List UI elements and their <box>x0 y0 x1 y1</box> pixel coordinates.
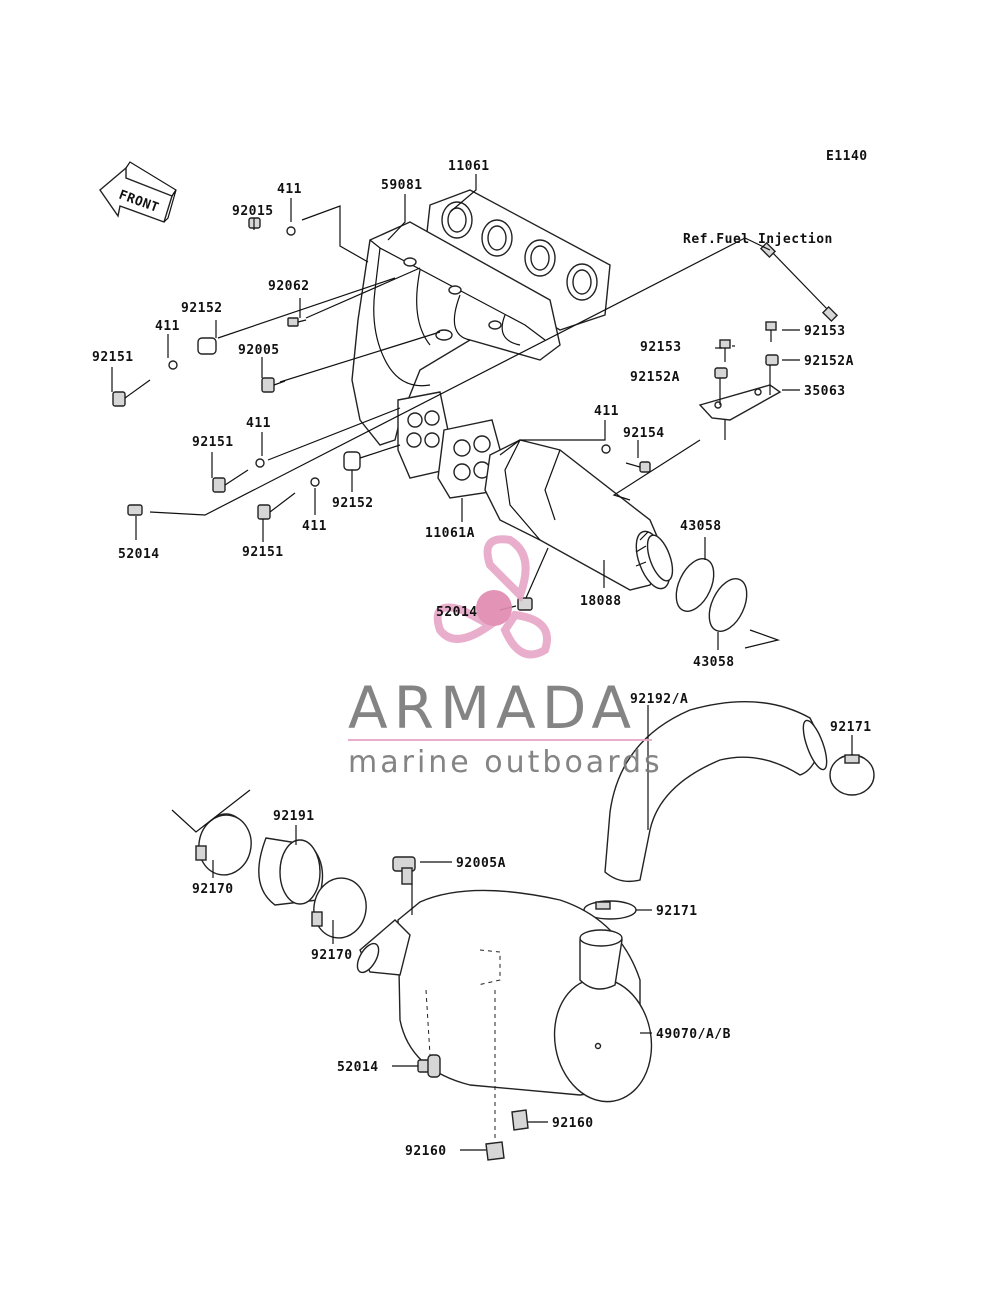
label-35063: 35063 <box>804 384 846 399</box>
label-59081: 59081 <box>381 178 423 193</box>
bracket-35063 <box>698 354 782 421</box>
label-92005A: 92005A <box>456 856 506 871</box>
bolt-92153-a <box>719 339 731 362</box>
label-92151-a: 92151 <box>92 350 134 365</box>
small-fasteners <box>112 217 651 611</box>
label-92153-a: 92153 <box>640 340 682 355</box>
exhaust-pipe-18088 <box>484 439 674 591</box>
label-52014-a: 52014 <box>118 547 160 562</box>
label-92191: 92191 <box>273 809 315 824</box>
exhaust-manifold-59081 <box>351 221 561 446</box>
label-92062: 92062 <box>268 279 310 294</box>
clamp-92170-a <box>195 814 252 876</box>
label-92154: 92154 <box>623 426 665 441</box>
o-ring-43058-b <box>708 578 748 632</box>
label-92153-b: 92153 <box>804 324 846 339</box>
diagram-code: E1140 <box>826 149 868 164</box>
label-92152A-b: 92152A <box>804 354 854 369</box>
clamp-92171-a <box>829 754 875 796</box>
label-411-a: 411 <box>277 182 302 197</box>
sensor-ref-fuel-injection <box>759 241 839 323</box>
watermark-brand: ARMADA <box>348 674 637 742</box>
fitting-92005A <box>392 856 416 915</box>
bolt-92153-b <box>765 321 777 342</box>
label-43058-a: 43058 <box>680 519 722 534</box>
label-92151-c: 92151 <box>242 545 284 560</box>
hose-92192 <box>604 700 828 883</box>
label-92152A-a: 92152A <box>630 370 680 385</box>
watermark-tagline: marine outboards <box>348 745 663 780</box>
leader-lines-upper <box>111 174 800 650</box>
pad-92160-a <box>511 1109 529 1131</box>
pad-92160-b <box>485 990 505 1161</box>
label-11061: 11061 <box>448 159 490 174</box>
label-92015: 92015 <box>232 204 274 219</box>
label-411-d: 411 <box>302 519 327 534</box>
label-92005: 92005 <box>238 343 280 358</box>
label-11061A: 11061A <box>425 526 475 541</box>
label-92152-a: 92152 <box>181 301 223 316</box>
label-92171-b: 92171 <box>656 904 698 919</box>
label-92170-a: 92170 <box>192 882 234 897</box>
muffler-49070 <box>356 889 653 1103</box>
leader-lines-lower <box>171 705 853 1151</box>
armada-watermark: ARMADA marine outboards <box>348 535 663 780</box>
label-411-b: 411 <box>155 319 180 334</box>
ref-note: Ref.Fuel Injection <box>683 232 833 247</box>
label-92160-a: 92160 <box>552 1116 594 1131</box>
label-92152-b: 92152 <box>332 496 374 511</box>
fitting-52014-lower <box>417 989 441 1078</box>
clamp-92170-b <box>311 877 367 939</box>
label-18088: 18088 <box>580 594 622 609</box>
label-92151-b: 92151 <box>192 435 234 450</box>
label-52014-c: 52014 <box>337 1060 379 1075</box>
front-arrow-icon: FRONT <box>99 161 177 223</box>
label-92160-b: 92160 <box>405 1144 447 1159</box>
label-411-e: 411 <box>594 404 619 419</box>
label-92171-a: 92171 <box>830 720 872 735</box>
label-52014-b: 52014 <box>436 605 478 620</box>
propeller-logo-icon <box>433 535 551 659</box>
label-43058-b: 43058 <box>693 655 735 670</box>
label-92170-b: 92170 <box>311 948 353 963</box>
o-ring-43058-a <box>675 558 715 612</box>
label-92192: 92192/A <box>630 692 688 707</box>
label-411-c: 411 <box>246 416 271 431</box>
label-49070: 49070/A/B <box>656 1027 731 1042</box>
exhaust-gasket-11061 <box>424 189 611 331</box>
manifold-outlet-flange <box>397 391 451 479</box>
